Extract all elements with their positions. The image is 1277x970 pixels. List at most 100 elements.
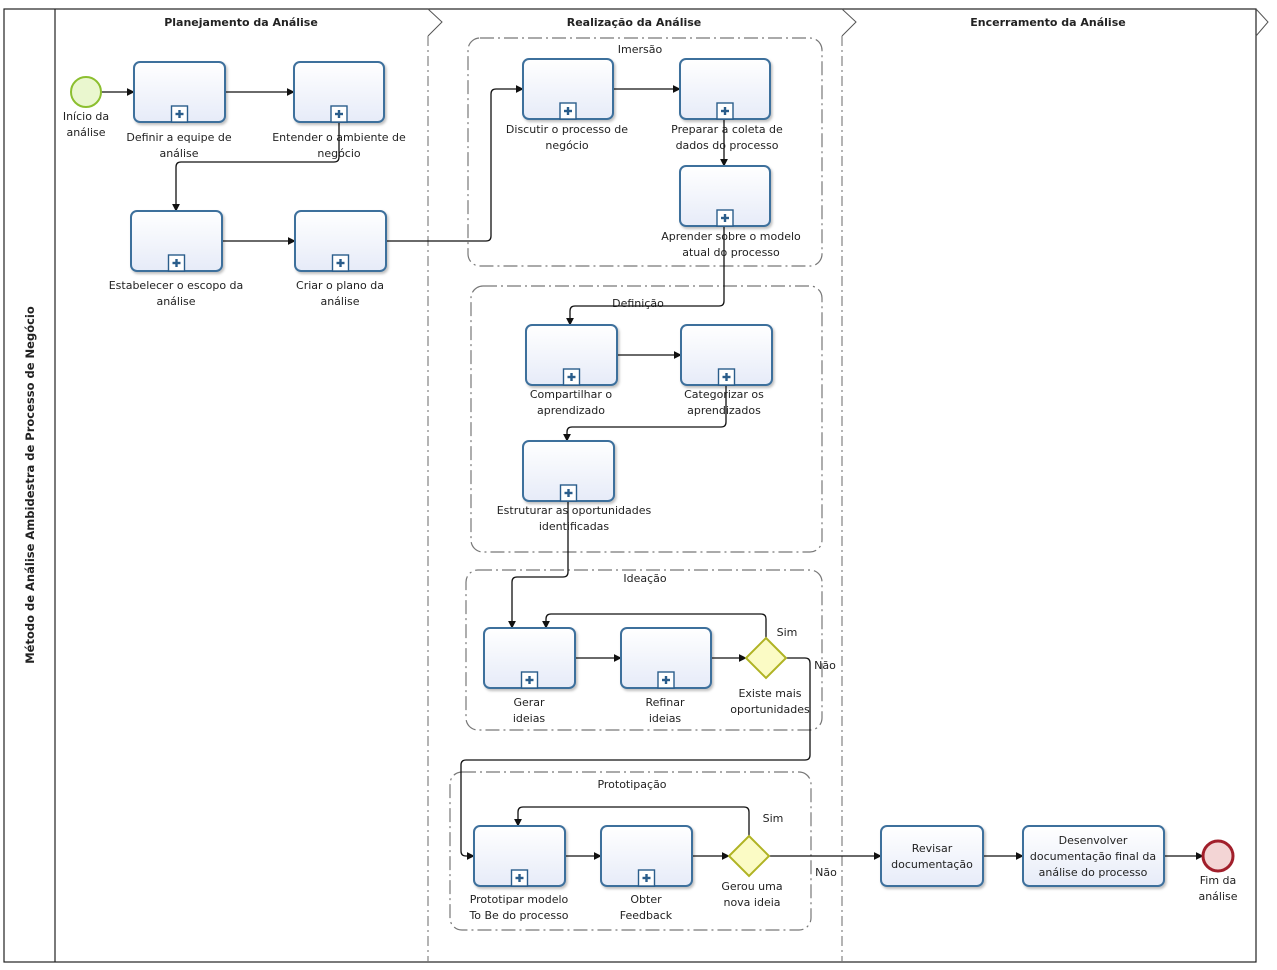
group-label-definicao: Definição: [612, 297, 664, 310]
phase-chevron-2: [841, 8, 857, 37]
task-label-refinar-ideias-line-1: Refinar: [645, 696, 685, 709]
group-imersao: [467, 37, 823, 267]
gateway-gerou-ideia-yes-label: Sim: [763, 812, 784, 825]
task-label-gerar-ideias-line-2: ideias: [513, 712, 546, 725]
task-label-desenvolver-doc-line-1: Desenvolver: [1059, 834, 1128, 847]
task-label-compartilhar-line-2: aprendizado: [537, 404, 605, 417]
flow-gateway2-sim: [514, 806, 750, 836]
subprocess-marker-icon: [170, 105, 189, 123]
subprocess-marker-icon: [510, 869, 529, 887]
task-label-criar-plano-line-2: análise: [320, 295, 359, 308]
task-label-entender-ambiente-line-1: Entender o ambiente de: [272, 131, 406, 144]
subprocess-marker-icon: [559, 102, 577, 120]
subprocess-marker-icon: [331, 254, 350, 272]
start-event[interactable]: [70, 76, 102, 108]
group-label-prototipacao: Prototipação: [597, 778, 666, 791]
gateway-gerou-ideia[interactable]: [727, 834, 771, 878]
task-label-criar-plano-line-1: Criar o plano da: [296, 279, 384, 292]
task-criar-plano[interactable]: Criar o plano da análise: [294, 210, 387, 308]
task-box-revisar[interactable]: [880, 825, 984, 887]
phase-chevron-3: [1255, 8, 1269, 37]
task-entender-ambiente[interactable]: Entender o ambiente de negócio: [272, 61, 406, 160]
task-box-desenvolver-doc[interactable]: [1022, 825, 1165, 887]
task-label-estabelecer-escopo-line-1: Estabelecer o escopo da: [109, 279, 244, 292]
subprocess-marker-icon: [717, 368, 736, 386]
pool-title: Método de Análise Ambidestra de Processo…: [23, 306, 37, 664]
subprocess-marker-icon: [330, 105, 348, 123]
task-label-obter-feedback-line-2: Feedback: [620, 909, 673, 922]
task-label-entender-ambiente-line-2: negócio: [317, 147, 361, 160]
subprocess-marker-icon: [562, 368, 581, 386]
pool: Método de Análise Ambidestra de Processo…: [3, 8, 1269, 963]
task-estabelecer-escopo[interactable]: Estabelecer o escopo da análise: [109, 210, 244, 308]
flow-estruturar-gerar: [508, 501, 569, 629]
group-prototipacao: [449, 771, 812, 931]
subprocess-marker-icon: [716, 102, 734, 120]
group-ideacao: [465, 569, 823, 731]
flow-criar-discutir: [386, 85, 524, 242]
end-event[interactable]: [1201, 839, 1235, 873]
end-event-label-line-2: análise: [1198, 890, 1237, 903]
gateway-existe-mais-no-label: Não: [814, 659, 836, 672]
gateway-gerou-ideia-label-line-2: nova ideia: [723, 896, 780, 909]
phase-chevron-1: [427, 8, 443, 37]
tasks: Definir a equipe de análise Entender o amb…: [109, 58, 1165, 922]
gateway-existe-mais-label-line-2: oportunidades: [730, 703, 810, 716]
gateway-gerou-ideia-no-label: Não: [815, 866, 837, 879]
gateway-existe-mais[interactable]: [744, 636, 788, 680]
task-label-categorizar-line-1: Categorizar os: [684, 388, 764, 401]
task-label-prototipar-line-2: To Be do processo: [468, 909, 568, 922]
task-label-compartilhar-line-1: Compartilhar o: [530, 388, 613, 401]
task-label-aprender-modelo-line-1: Aprender sobre o modelo: [661, 230, 801, 243]
gateways: Existe mais oportunidades Sim Não Gerou …: [721, 626, 837, 909]
task-label-revisar-line-1: Revisar: [912, 842, 953, 855]
start-event-label-line-1: Início da: [63, 110, 109, 123]
group-definicao: [470, 285, 823, 553]
task-aprender-modelo[interactable]: Aprender sobre o modelo atual do processo: [661, 165, 801, 259]
gateway-existe-mais-label-line-1: Existe mais: [738, 687, 801, 700]
flow-categorizar-estruturar: [563, 385, 727, 442]
phase-title-planejamento: Planejamento da Análise: [164, 16, 318, 29]
task-label-discutir-processo-line-2: negócio: [545, 139, 589, 152]
flow-gateway1-nao: [460, 657, 811, 860]
groups: Imersão Definição Ideação Prototipação: [449, 37, 823, 931]
subprocess-marker-icon: [167, 254, 186, 272]
group-label-ideacao: Ideação: [623, 572, 667, 585]
task-definir-equipe[interactable]: Definir a equipe de análise: [126, 61, 232, 160]
task-label-estruturar-line-2: identificadas: [539, 520, 610, 533]
task-compartilhar[interactable]: Compartilhar o aprendizado: [525, 324, 618, 417]
task-refinar-ideias[interactable]: Refinar ideias: [620, 627, 712, 725]
task-label-aprender-modelo-line-2: atual do processo: [682, 246, 780, 259]
task-label-estabelecer-escopo-line-2: análise: [156, 295, 195, 308]
task-label-refinar-ideias-line-2: ideias: [649, 712, 682, 725]
task-label-definir-equipe-line-1: Definir a equipe de: [126, 131, 231, 144]
flow-gateway1-sim: [542, 613, 767, 638]
pool-border: [3, 8, 1257, 963]
subprocess-marker-icon: [716, 209, 734, 227]
flow-aprender-compartilhar: [566, 226, 725, 326]
task-gerar-ideias[interactable]: Gerar ideias: [483, 627, 576, 725]
subprocess-marker-icon: [559, 484, 578, 502]
flow-entender-estabelecer: [172, 122, 340, 212]
sequence-flows: [101, 85, 1204, 860]
events: Início da análise Fim da análise: [63, 76, 1238, 903]
task-label-gerar-ideias-line-1: Gerar: [513, 696, 545, 709]
task-estruturar[interactable]: Estruturar as oportunidades identificadas: [497, 440, 652, 533]
task-label-estruturar-line-1: Estruturar as oportunidades: [497, 504, 652, 517]
task-label-preparar-coleta-line-1: Preparar a coleta de: [671, 123, 783, 136]
gateway-gerou-ideia-label-line-1: Gerou uma: [721, 880, 782, 893]
gateway-existe-mais-yes-label: Sim: [777, 626, 798, 639]
start-event-label-line-2: análise: [66, 126, 105, 139]
phase-title-realizacao: Realização da Análise: [567, 16, 702, 29]
subprocess-marker-icon: [657, 671, 675, 689]
subprocess-marker-icon: [520, 671, 539, 689]
task-label-definir-equipe-line-2: análise: [159, 147, 198, 160]
